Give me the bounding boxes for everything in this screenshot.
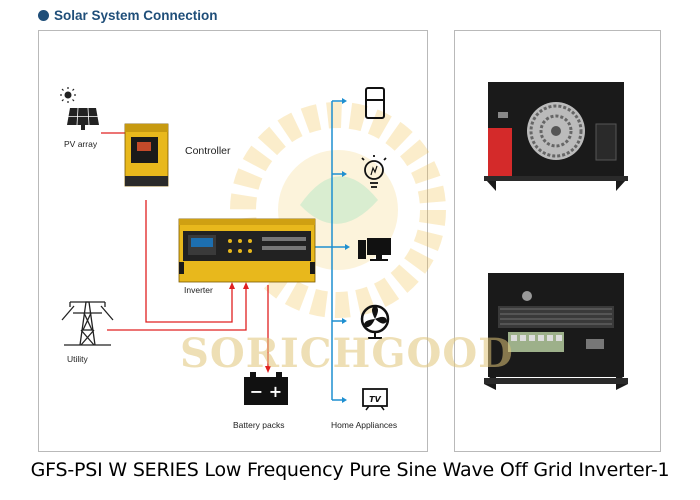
refrigerator-icon xyxy=(365,87,385,119)
battery-icon xyxy=(244,372,288,405)
desktop-computer-icon xyxy=(358,238,391,261)
product-caption: GFS-PSI W SERIES Low Frequency Pure Sine… xyxy=(30,459,670,481)
bullet-circle-icon xyxy=(38,10,49,21)
fan-icon xyxy=(360,304,390,339)
solar-panel-icon xyxy=(60,87,99,130)
home-appliances-label: Home Appliances xyxy=(331,420,398,430)
controller-label: Controller xyxy=(185,145,231,157)
battery-polarity-label: − + xyxy=(250,382,282,401)
watermark-text: SORICHGOOD xyxy=(180,330,514,377)
tv-icon xyxy=(362,388,388,411)
section-title: Solar System Connection xyxy=(54,8,218,23)
dc-wiring xyxy=(101,132,269,366)
inverter-rear-photo xyxy=(484,82,628,191)
utility-label: Utility xyxy=(67,354,88,364)
inverter-device xyxy=(178,218,316,283)
ac-wiring xyxy=(315,100,346,401)
ac-arrowheads xyxy=(342,98,350,403)
light-bulb-icon xyxy=(361,155,387,188)
tv-icon-label: TV xyxy=(369,395,381,404)
battery-packs-label: Battery packs xyxy=(233,420,285,430)
inverter-terminal-photo xyxy=(484,273,628,390)
pv-array-label: PV array xyxy=(64,139,98,149)
utility-tower-icon xyxy=(61,301,114,346)
dc-arrowheads xyxy=(229,282,271,373)
charge-controller-device xyxy=(124,123,169,187)
inverter-label: Inverter xyxy=(184,285,213,295)
section-header: Solar System Connection xyxy=(38,8,218,23)
